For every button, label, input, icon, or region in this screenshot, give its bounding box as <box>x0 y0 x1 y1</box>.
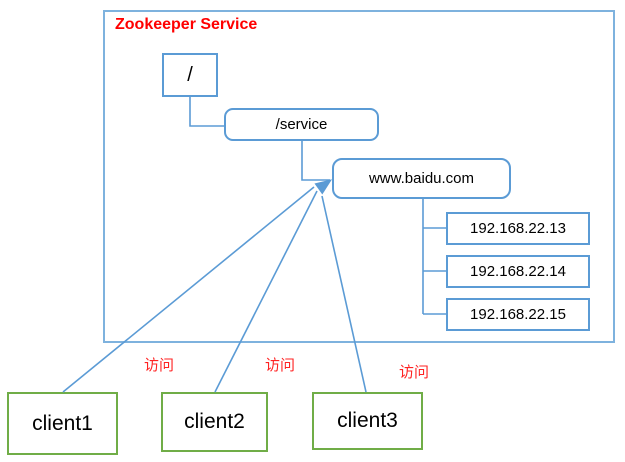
client-box-3: client3 <box>312 392 423 450</box>
zookeeper-service-title: Zookeeper Service <box>115 16 258 33</box>
node-ip-1: 192.168.22.13 <box>446 212 590 245</box>
access-label-2: 访问 <box>265 357 296 374</box>
node-domain: www.baidu.com <box>332 158 511 199</box>
node-ip-2: 192.168.22.14 <box>446 255 590 288</box>
node-root: / <box>162 53 218 97</box>
access-label-1: 访问 <box>144 357 175 374</box>
client-box-1: client1 <box>7 392 118 455</box>
node-service: /service <box>224 108 379 141</box>
access-label-3: 访问 <box>399 364 430 381</box>
client-box-2: client2 <box>161 392 268 452</box>
node-ip-3: 192.168.22.15 <box>446 298 590 331</box>
